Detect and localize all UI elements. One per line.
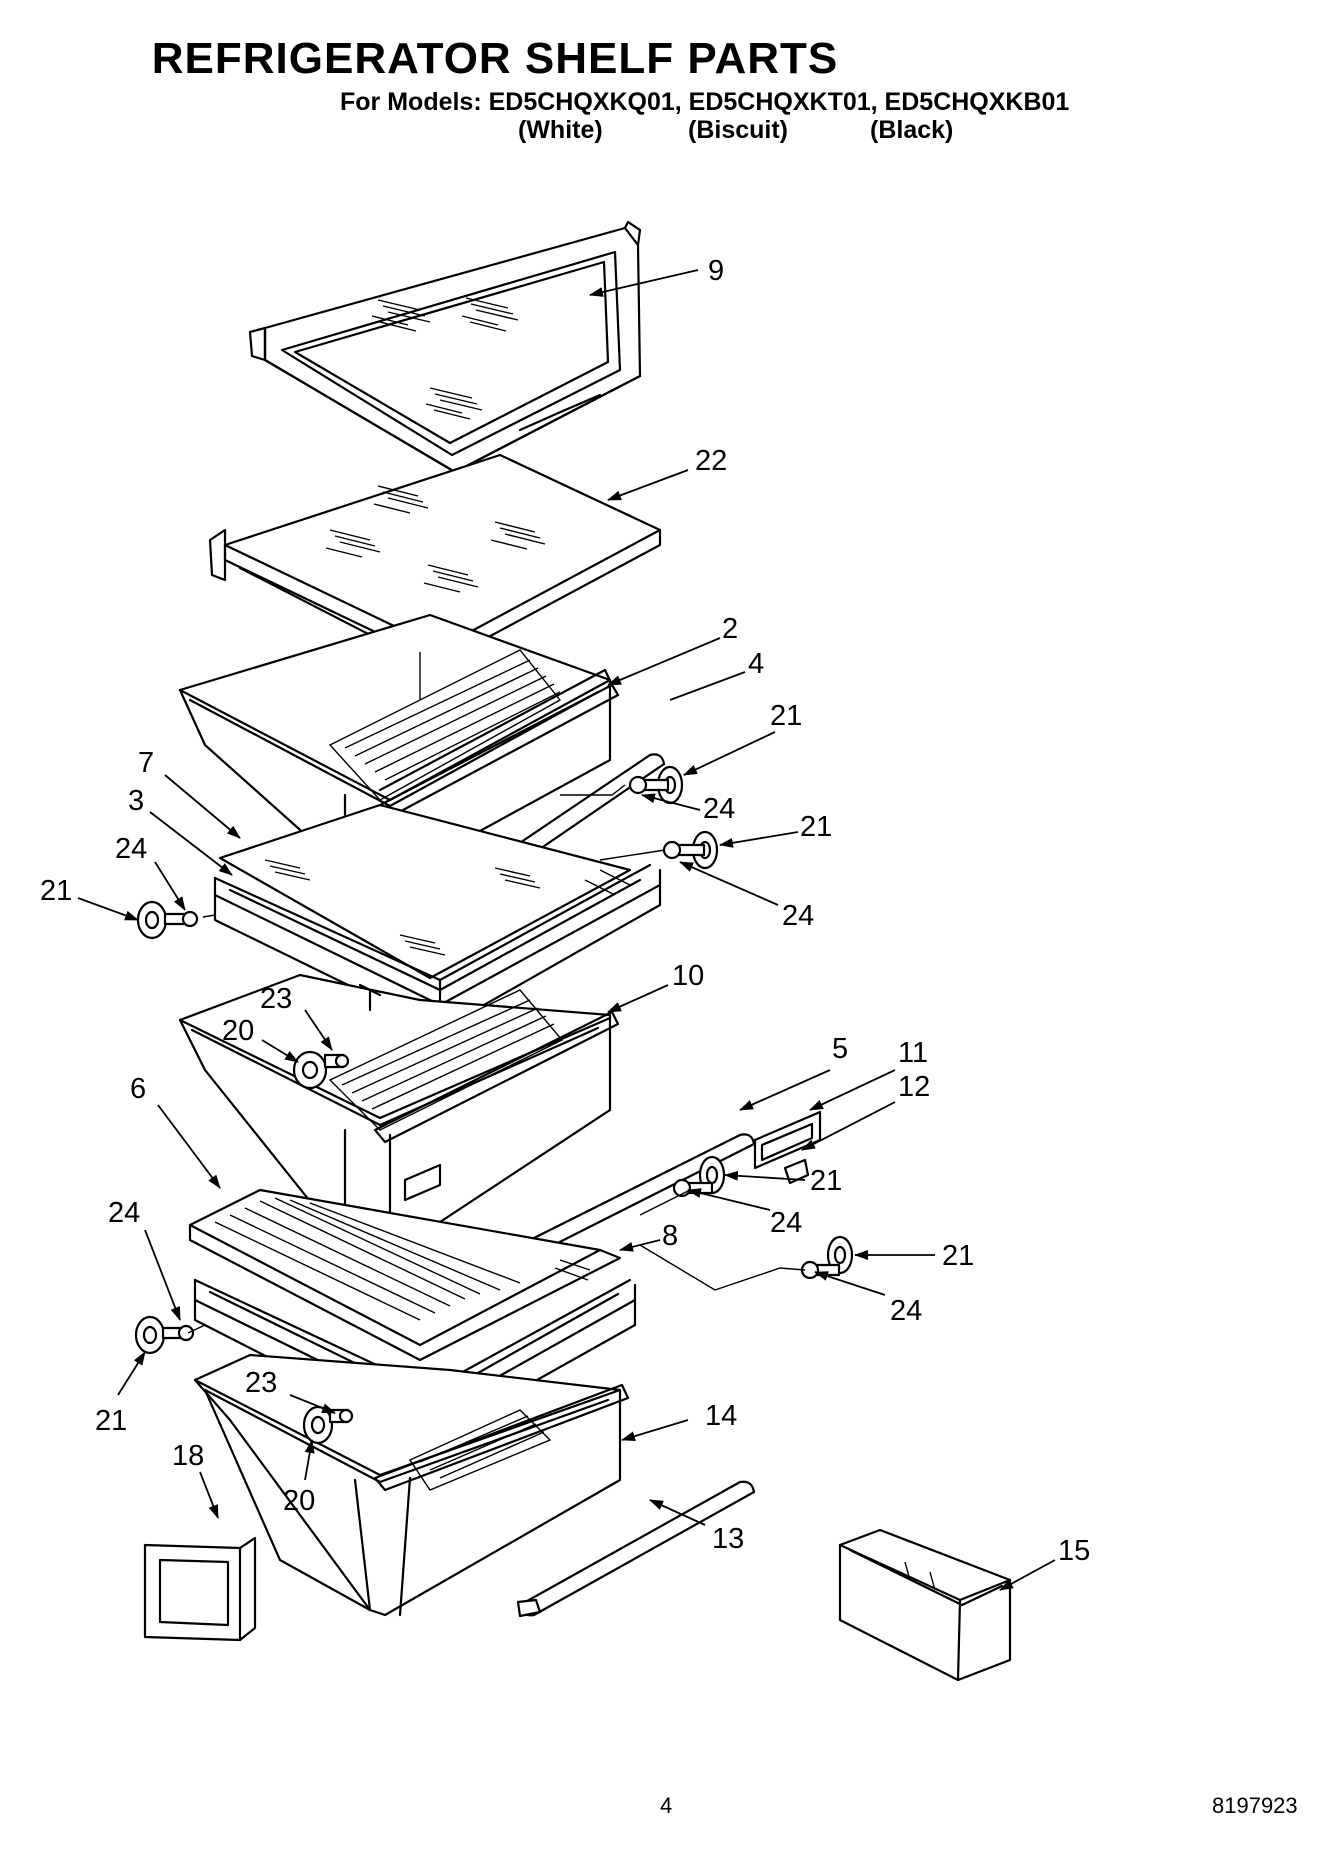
callout-23-a: 23 bbox=[260, 983, 292, 1015]
shelf-part-9 bbox=[248, 220, 642, 474]
callout-7: 7 bbox=[138, 747, 154, 779]
callout-21-a: 21 bbox=[770, 700, 802, 732]
wheel-21-f bbox=[134, 1315, 166, 1355]
color-biscuit: (Biscuit) bbox=[688, 116, 788, 144]
glass-insert-part-22 bbox=[208, 453, 662, 665]
callout-3: 3 bbox=[128, 785, 144, 817]
callout-5: 5 bbox=[832, 1033, 848, 1065]
callout-20-a: 20 bbox=[222, 1015, 254, 1047]
callout-4: 4 bbox=[748, 648, 764, 680]
page-title: REFRIGERATOR SHELF PARTS bbox=[151, 34, 839, 83]
roller-20-b bbox=[302, 1405, 334, 1445]
callout-24-b: 24 bbox=[782, 900, 814, 932]
callout-20-b: 20 bbox=[283, 1485, 315, 1517]
glass-shelf-part-7 bbox=[218, 803, 632, 980]
bushing-23-b bbox=[328, 1408, 354, 1424]
callout-9: 9 bbox=[708, 255, 724, 287]
callout-14: 14 bbox=[705, 1400, 737, 1432]
document-number: 8197923 bbox=[1212, 1793, 1298, 1818]
screw-24-b bbox=[662, 840, 706, 860]
roller-20-a bbox=[292, 1050, 328, 1090]
callout-21-e: 21 bbox=[942, 1240, 974, 1272]
page-number: 4 bbox=[660, 1793, 673, 1818]
callout-24-c: 24 bbox=[115, 833, 147, 865]
callout-2: 2 bbox=[722, 613, 738, 645]
drawer-part-10 bbox=[178, 973, 620, 1257]
callout-10: 10 bbox=[672, 960, 704, 992]
models-line: For Models: ED5CHQXKQ01, ED5CHQXKT01, ED… bbox=[340, 88, 1070, 116]
clip-part-12 bbox=[783, 1158, 810, 1185]
callout-21-c: 21 bbox=[40, 875, 72, 907]
panel-part-18 bbox=[143, 1536, 257, 1642]
callout-24-a: 24 bbox=[703, 793, 735, 825]
callout-21-d: 21 bbox=[810, 1165, 842, 1197]
callout-24-d: 24 bbox=[770, 1207, 802, 1239]
bin-part-15 bbox=[838, 1528, 1012, 1682]
color-white: (White) bbox=[518, 116, 603, 144]
callout-24-e: 24 bbox=[890, 1295, 922, 1327]
callout-22: 22 bbox=[695, 445, 727, 477]
callout-13: 13 bbox=[712, 1523, 744, 1555]
color-black: (Black) bbox=[870, 116, 954, 144]
callout-21-b: 21 bbox=[800, 811, 832, 843]
screw-24-f bbox=[161, 1324, 195, 1342]
callout-24-f: 24 bbox=[108, 1197, 140, 1229]
callout-23-b: 23 bbox=[245, 1367, 277, 1399]
callout-21-f: 21 bbox=[95, 1405, 127, 1437]
screw-24-a bbox=[628, 775, 670, 795]
callout-8: 8 bbox=[662, 1220, 678, 1252]
screw-24-c bbox=[163, 910, 199, 928]
callout-11: 11 bbox=[898, 1037, 928, 1069]
shelf-part-6 bbox=[188, 1188, 622, 1362]
callout-6: 6 bbox=[130, 1073, 146, 1105]
cover-part-11 bbox=[753, 1110, 822, 1170]
callout-15: 15 bbox=[1058, 1535, 1090, 1567]
screw-24-e bbox=[800, 1260, 841, 1280]
wheel-21-c bbox=[136, 900, 168, 940]
callout-12: 12 bbox=[898, 1071, 930, 1103]
lower-drawer bbox=[193, 1353, 630, 1617]
bushing-23-a bbox=[323, 1053, 350, 1069]
callout-18: 18 bbox=[172, 1440, 204, 1472]
trim-part-13 bbox=[516, 1598, 542, 1618]
